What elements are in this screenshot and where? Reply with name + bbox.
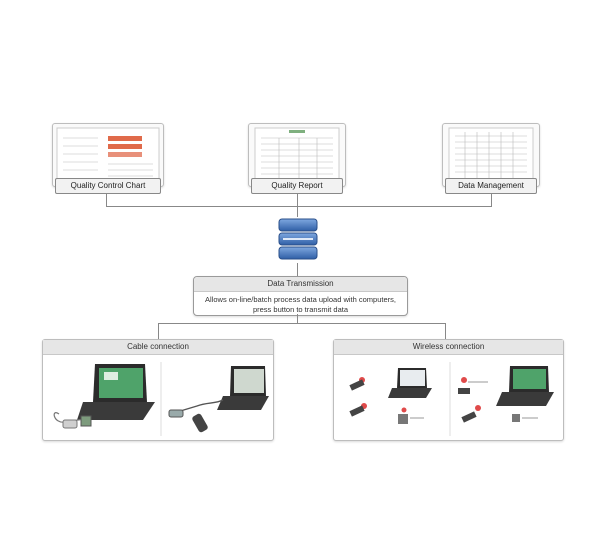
laptop-icon bbox=[388, 368, 432, 398]
cable-connection-title: Cable connection bbox=[43, 340, 273, 355]
top-connector-horizontal bbox=[106, 206, 492, 207]
data-transmission-box: Data Transmission Allows on-line/batch p… bbox=[193, 276, 408, 316]
control-chart-icon bbox=[56, 127, 160, 183]
quality-control-chart-thumbnail bbox=[52, 123, 164, 187]
connector-cable-drop bbox=[158, 323, 159, 339]
database-icon bbox=[278, 218, 318, 260]
laptop-icon bbox=[77, 364, 155, 420]
report-icon bbox=[254, 127, 340, 183]
quality-report-thumbnail bbox=[248, 123, 346, 187]
quality-report-label: Quality Report bbox=[251, 178, 343, 194]
data-management-thumbnail bbox=[442, 123, 540, 187]
bottom-connector-horizontal bbox=[158, 323, 446, 324]
wireless-connection-illustration bbox=[349, 362, 554, 436]
connector-right-drop bbox=[491, 193, 492, 207]
data-management-label: Data Management bbox=[445, 178, 537, 194]
cable-connection-panel: Cable connection bbox=[42, 339, 274, 441]
connector-wireless-drop bbox=[445, 323, 446, 339]
laptop-icon bbox=[496, 366, 554, 406]
laptop-icon bbox=[217, 366, 269, 410]
transmission-drop-connector bbox=[297, 314, 298, 324]
quality-control-chart-label: Quality Control Chart bbox=[55, 178, 161, 194]
wireless-connection-title: Wireless connection bbox=[334, 340, 563, 355]
connector-center-drop bbox=[297, 193, 298, 217]
wireless-connection-panel: Wireless connection bbox=[333, 339, 564, 441]
data-transmission-description: Allows on-line/batch process data upload… bbox=[205, 295, 396, 314]
database-to-transmission-connector bbox=[297, 263, 298, 276]
cable-connection-illustration bbox=[53, 362, 269, 436]
connector-left-drop bbox=[106, 193, 107, 207]
data-table-icon bbox=[448, 127, 534, 183]
data-transmission-title: Data Transmission bbox=[194, 277, 407, 292]
